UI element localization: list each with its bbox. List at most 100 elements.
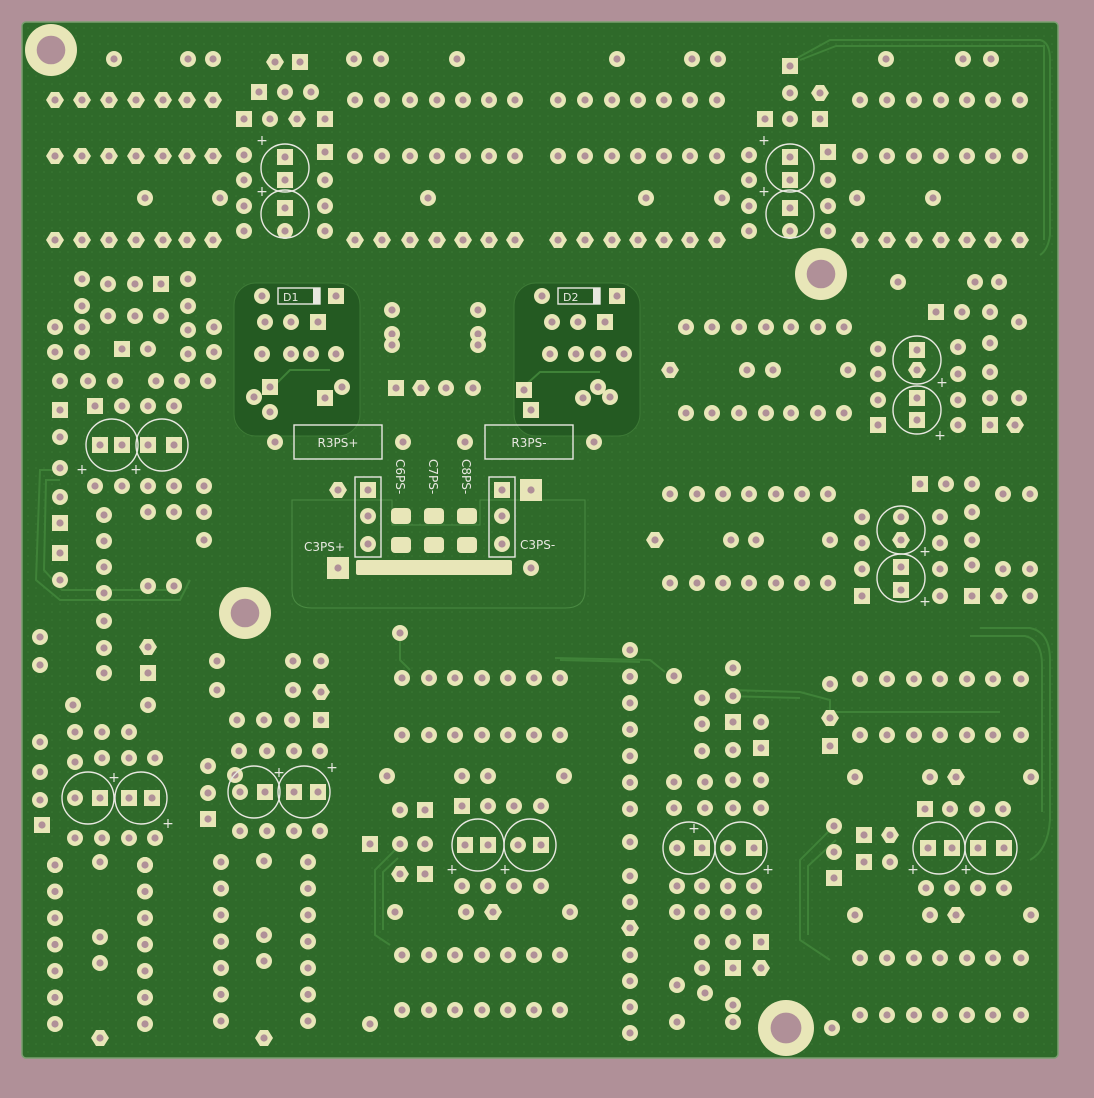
drill-hole [786, 89, 794, 97]
drill-hole [316, 827, 324, 835]
drill-hole [125, 754, 133, 762]
drill-hole [670, 804, 678, 812]
drill-hole [478, 674, 486, 682]
drill-hole [713, 236, 721, 244]
drill-hole [144, 669, 152, 677]
drill-hole [936, 731, 944, 739]
drill-hole [530, 1006, 538, 1014]
c3ps-minus-label: C3PS- [520, 538, 555, 552]
c3ps-plus-label: C3PS+ [304, 540, 345, 554]
drill-hole [260, 716, 268, 724]
drill-hole [78, 348, 86, 356]
drill-hole [608, 236, 616, 244]
drill-hole [787, 409, 795, 417]
drill-hole [750, 908, 758, 916]
drill-hole [910, 1011, 918, 1019]
drill-hole [527, 406, 535, 414]
drill-hole [816, 89, 824, 97]
drill-hole [713, 96, 721, 104]
mounting-hole-drill [230, 598, 260, 628]
drill-hole [719, 579, 727, 587]
drill-hole [351, 96, 359, 104]
drill-hole [78, 152, 86, 160]
drill-hole [183, 236, 191, 244]
drill-hole [634, 96, 642, 104]
drill-hole [942, 480, 950, 488]
drill-hole [157, 312, 165, 320]
drill-hole [51, 914, 59, 922]
polarity-plus-mark: + [446, 862, 458, 878]
capacitor-outline [892, 335, 942, 385]
drill-hole [708, 323, 716, 331]
drill-hole [729, 964, 737, 972]
drill-hole [626, 951, 634, 959]
drill-hole [396, 806, 404, 814]
drill-hole [125, 834, 133, 842]
drill-hole [132, 236, 140, 244]
drill-hole [581, 152, 589, 160]
drill-hole [260, 857, 268, 865]
drill-hole [642, 194, 650, 202]
r3ps-minus-outline [484, 424, 574, 460]
drill-hole [398, 731, 406, 739]
drill-hole [537, 802, 545, 810]
drill-hole [157, 280, 165, 288]
drill-hole [840, 323, 848, 331]
polarity-plus-mark: + [108, 770, 120, 786]
drill-hole [141, 1020, 149, 1028]
drill-hole [520, 386, 528, 394]
drill-hole [853, 194, 861, 202]
drill-hole [217, 911, 225, 919]
drill-hole [698, 694, 706, 702]
smd-pad [391, 508, 411, 524]
drill-hole [216, 194, 224, 202]
drill-hole [304, 964, 312, 972]
drill-hole [856, 236, 864, 244]
drill-hole [670, 672, 678, 680]
drill-hole [883, 96, 891, 104]
drill-hole [698, 844, 706, 852]
drill-hole [673, 981, 681, 989]
drill-hole [762, 409, 770, 417]
drill-hole [989, 152, 997, 160]
drill-hole [144, 441, 152, 449]
drill-hole [971, 278, 979, 286]
drill-hole [989, 954, 997, 962]
drill-hole [886, 858, 894, 866]
drill-hole [170, 441, 178, 449]
drill-hole [724, 882, 732, 890]
drill-hole [266, 115, 274, 123]
mounting-hole-drill [36, 35, 66, 65]
drill-hole [334, 564, 342, 572]
connector-region [291, 499, 586, 609]
drill-hole [556, 674, 564, 682]
drill-hole [290, 788, 298, 796]
drill-hole [554, 236, 562, 244]
drill-hole [100, 511, 108, 519]
drill-hole [321, 202, 329, 210]
polarity-plus-mark: + [934, 428, 946, 444]
capacitor-outline [277, 765, 331, 819]
drill-hole [459, 152, 467, 160]
drill-hole [924, 844, 932, 852]
drill-hole [304, 858, 312, 866]
drill-hole [213, 686, 221, 694]
drill-hole [396, 870, 404, 878]
drill-hole [986, 394, 994, 402]
drill-hole [574, 318, 582, 326]
drill-hole [989, 96, 997, 104]
drill-hole [910, 675, 918, 683]
drill-hole [421, 870, 429, 878]
drill-hole [936, 592, 944, 600]
drill-hole [458, 802, 466, 810]
drill-hole [830, 822, 838, 830]
drill-hole [666, 490, 674, 498]
drill-hole [421, 840, 429, 848]
drill-hole [572, 350, 580, 358]
drill-hole [96, 858, 104, 866]
capacitor-outline [61, 771, 115, 825]
drill-hole [851, 773, 859, 781]
drill-hole [986, 368, 994, 376]
drill-hole [929, 194, 937, 202]
